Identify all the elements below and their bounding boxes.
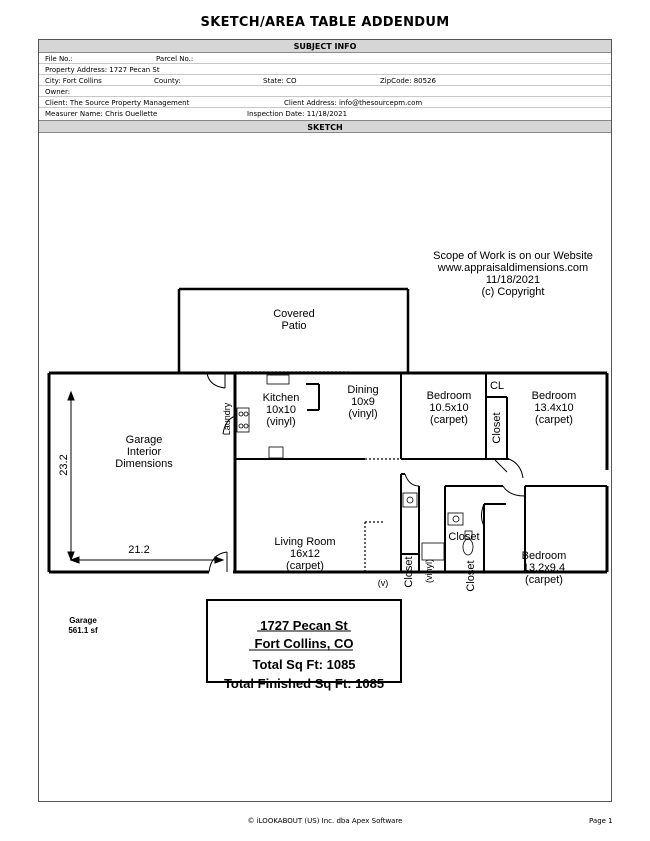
info-row-client: Client: The Source Property Management C…: [39, 98, 611, 108]
room-size: 16x12: [290, 548, 320, 560]
property-address: Property Address: 1727 Pecan St: [45, 66, 160, 74]
covered-patio-outline: [177, 287, 410, 373]
info-row-file: File No.: Parcel No.:: [39, 54, 611, 64]
scope-line-3: 11/18/2021: [485, 274, 541, 286]
scope-line-4: (c) Copyright: [481, 286, 545, 298]
interior-walls: [235, 373, 607, 572]
summary-street: 1727 Pecan St: [260, 618, 348, 633]
room-size: 10x10: [266, 404, 296, 416]
footer-page-number: Page 1: [589, 817, 613, 825]
city: City: Fort Collins: [45, 77, 102, 85]
garage-area-label: Garage 561.1 sf: [53, 616, 113, 636]
garage-height-dim: 23.2: [58, 454, 70, 476]
room-size: 13.4x10: [534, 402, 574, 414]
footer-copyright: © iLOOKABOUT (US) Inc. dba Apex Software: [247, 817, 403, 825]
room-name: Bedroom: [521, 550, 567, 562]
room-name: Covered: [273, 308, 315, 320]
addendum-frame: SUBJECT INFO File No.: Parcel No.: Prope…: [38, 39, 612, 802]
info-row-owner: Owner:: [39, 87, 611, 97]
room-name: Dining: [347, 384, 379, 396]
room-name: Kitchen: [262, 392, 300, 404]
file-no: File No.:: [45, 55, 73, 63]
room-size: 10.5x10: [429, 402, 469, 414]
room-size: 10x9: [351, 396, 375, 408]
bedroom-2-label: Bedroom 13.4x10 (carpet): [523, 390, 585, 426]
scope-line-1: Scope of Work is on our Website: [433, 250, 593, 262]
info-row-measurer: Measurer Name: Chris Ouellette Inspectio…: [39, 109, 611, 119]
inspection-date: Inspection Date: 11/18/2021: [247, 110, 348, 118]
document-title: SKETCH/AREA TABLE ADDENDUM: [200, 15, 450, 30]
room-floor: (carpet): [286, 560, 324, 572]
room-name: Patio: [281, 320, 307, 332]
dining-label: Dining 10x9 (vinyl): [335, 384, 391, 420]
kitchen-label: Kitchen 10x10 (vinyl): [255, 392, 307, 428]
parcel-no: Parcel No.:: [156, 55, 194, 63]
v-label: (v): [377, 578, 389, 588]
summary-total-finished-sqft: Total Finished Sq Ft: 1085: [223, 676, 385, 691]
area-name: Garage: [69, 616, 97, 625]
room-floor: (vinyl): [266, 416, 296, 428]
sketch-area: Scope of Work is on our Website www.appr…: [39, 134, 611, 801]
room-floor: (carpet): [525, 574, 563, 586]
bedroom-3-label: Bedroom 13.2x9.4 (carpet): [513, 550, 575, 586]
room-name: Bedroom: [426, 390, 472, 402]
sketch-heading: SKETCH: [39, 120, 611, 133]
closet-2-label: Closet: [403, 556, 415, 588]
cl-label: CL: [489, 380, 505, 392]
room-name: Garage: [125, 434, 163, 446]
area-value: 561.1 sf: [68, 626, 98, 635]
closet-1-label: Closet: [491, 412, 503, 444]
client-address: Client Address: info@thesourcepm.com: [284, 99, 423, 107]
closet-4-label: Closet: [465, 560, 477, 592]
zipcode: ZipCode: 80526: [380, 77, 436, 85]
room-floor: (carpet): [430, 414, 468, 426]
dotted-openings: [235, 371, 401, 572]
floor-plan-drawing: [47, 287, 609, 683]
bath-fixtures: [402, 492, 474, 561]
room-size: 13.2x9.4: [522, 562, 566, 574]
subject-info-heading: SUBJECT INFO: [39, 40, 611, 53]
living-room-label: Living Room 16x12 (carpet): [265, 536, 345, 572]
measurer: Measurer Name: Chris Ouellette: [45, 110, 158, 118]
summary-total-sqft: Total Sq Ft: 1085: [252, 657, 356, 672]
garage-width-dim: 21.2: [128, 544, 150, 556]
room-floor: (vinyl): [348, 408, 378, 420]
state: State: CO: [263, 77, 297, 85]
kitchen-fixtures: [236, 374, 290, 459]
scope-note: Scope of Work is on our Website www.appr…: [427, 250, 599, 298]
laundry-label: Laundry: [222, 402, 232, 436]
room-name: Living Room: [274, 536, 336, 548]
room-name: Bedroom: [531, 390, 577, 402]
info-row-address: Property Address: 1727 Pecan St: [39, 65, 611, 75]
county: County:: [154, 77, 181, 85]
client: Client: The Source Property Management: [45, 99, 190, 107]
room-name: Interior: [126, 446, 162, 458]
covered-patio-label: Covered Patio: [244, 308, 344, 332]
info-row-city: City: Fort Collins County: State: CO Zip…: [39, 76, 611, 86]
vinyl-label: (vinyl): [424, 559, 434, 583]
summary-box-border: [206, 599, 402, 683]
bedroom-1-label: Bedroom 10.5x10 (carpet): [417, 390, 481, 426]
scope-line-2: www.appraisaldimensions.com: [437, 262, 589, 274]
closet-3-label: Closet: [448, 531, 480, 543]
room-floor: (carpet): [535, 414, 573, 426]
owner: Owner:: [45, 88, 71, 96]
room-name: Dimensions: [115, 458, 173, 470]
summary-city: Fort Collins, CO: [254, 636, 354, 651]
garage-dimension-arrows: [67, 390, 225, 564]
garage-label: Garage Interior Dimensions: [99, 434, 189, 470]
